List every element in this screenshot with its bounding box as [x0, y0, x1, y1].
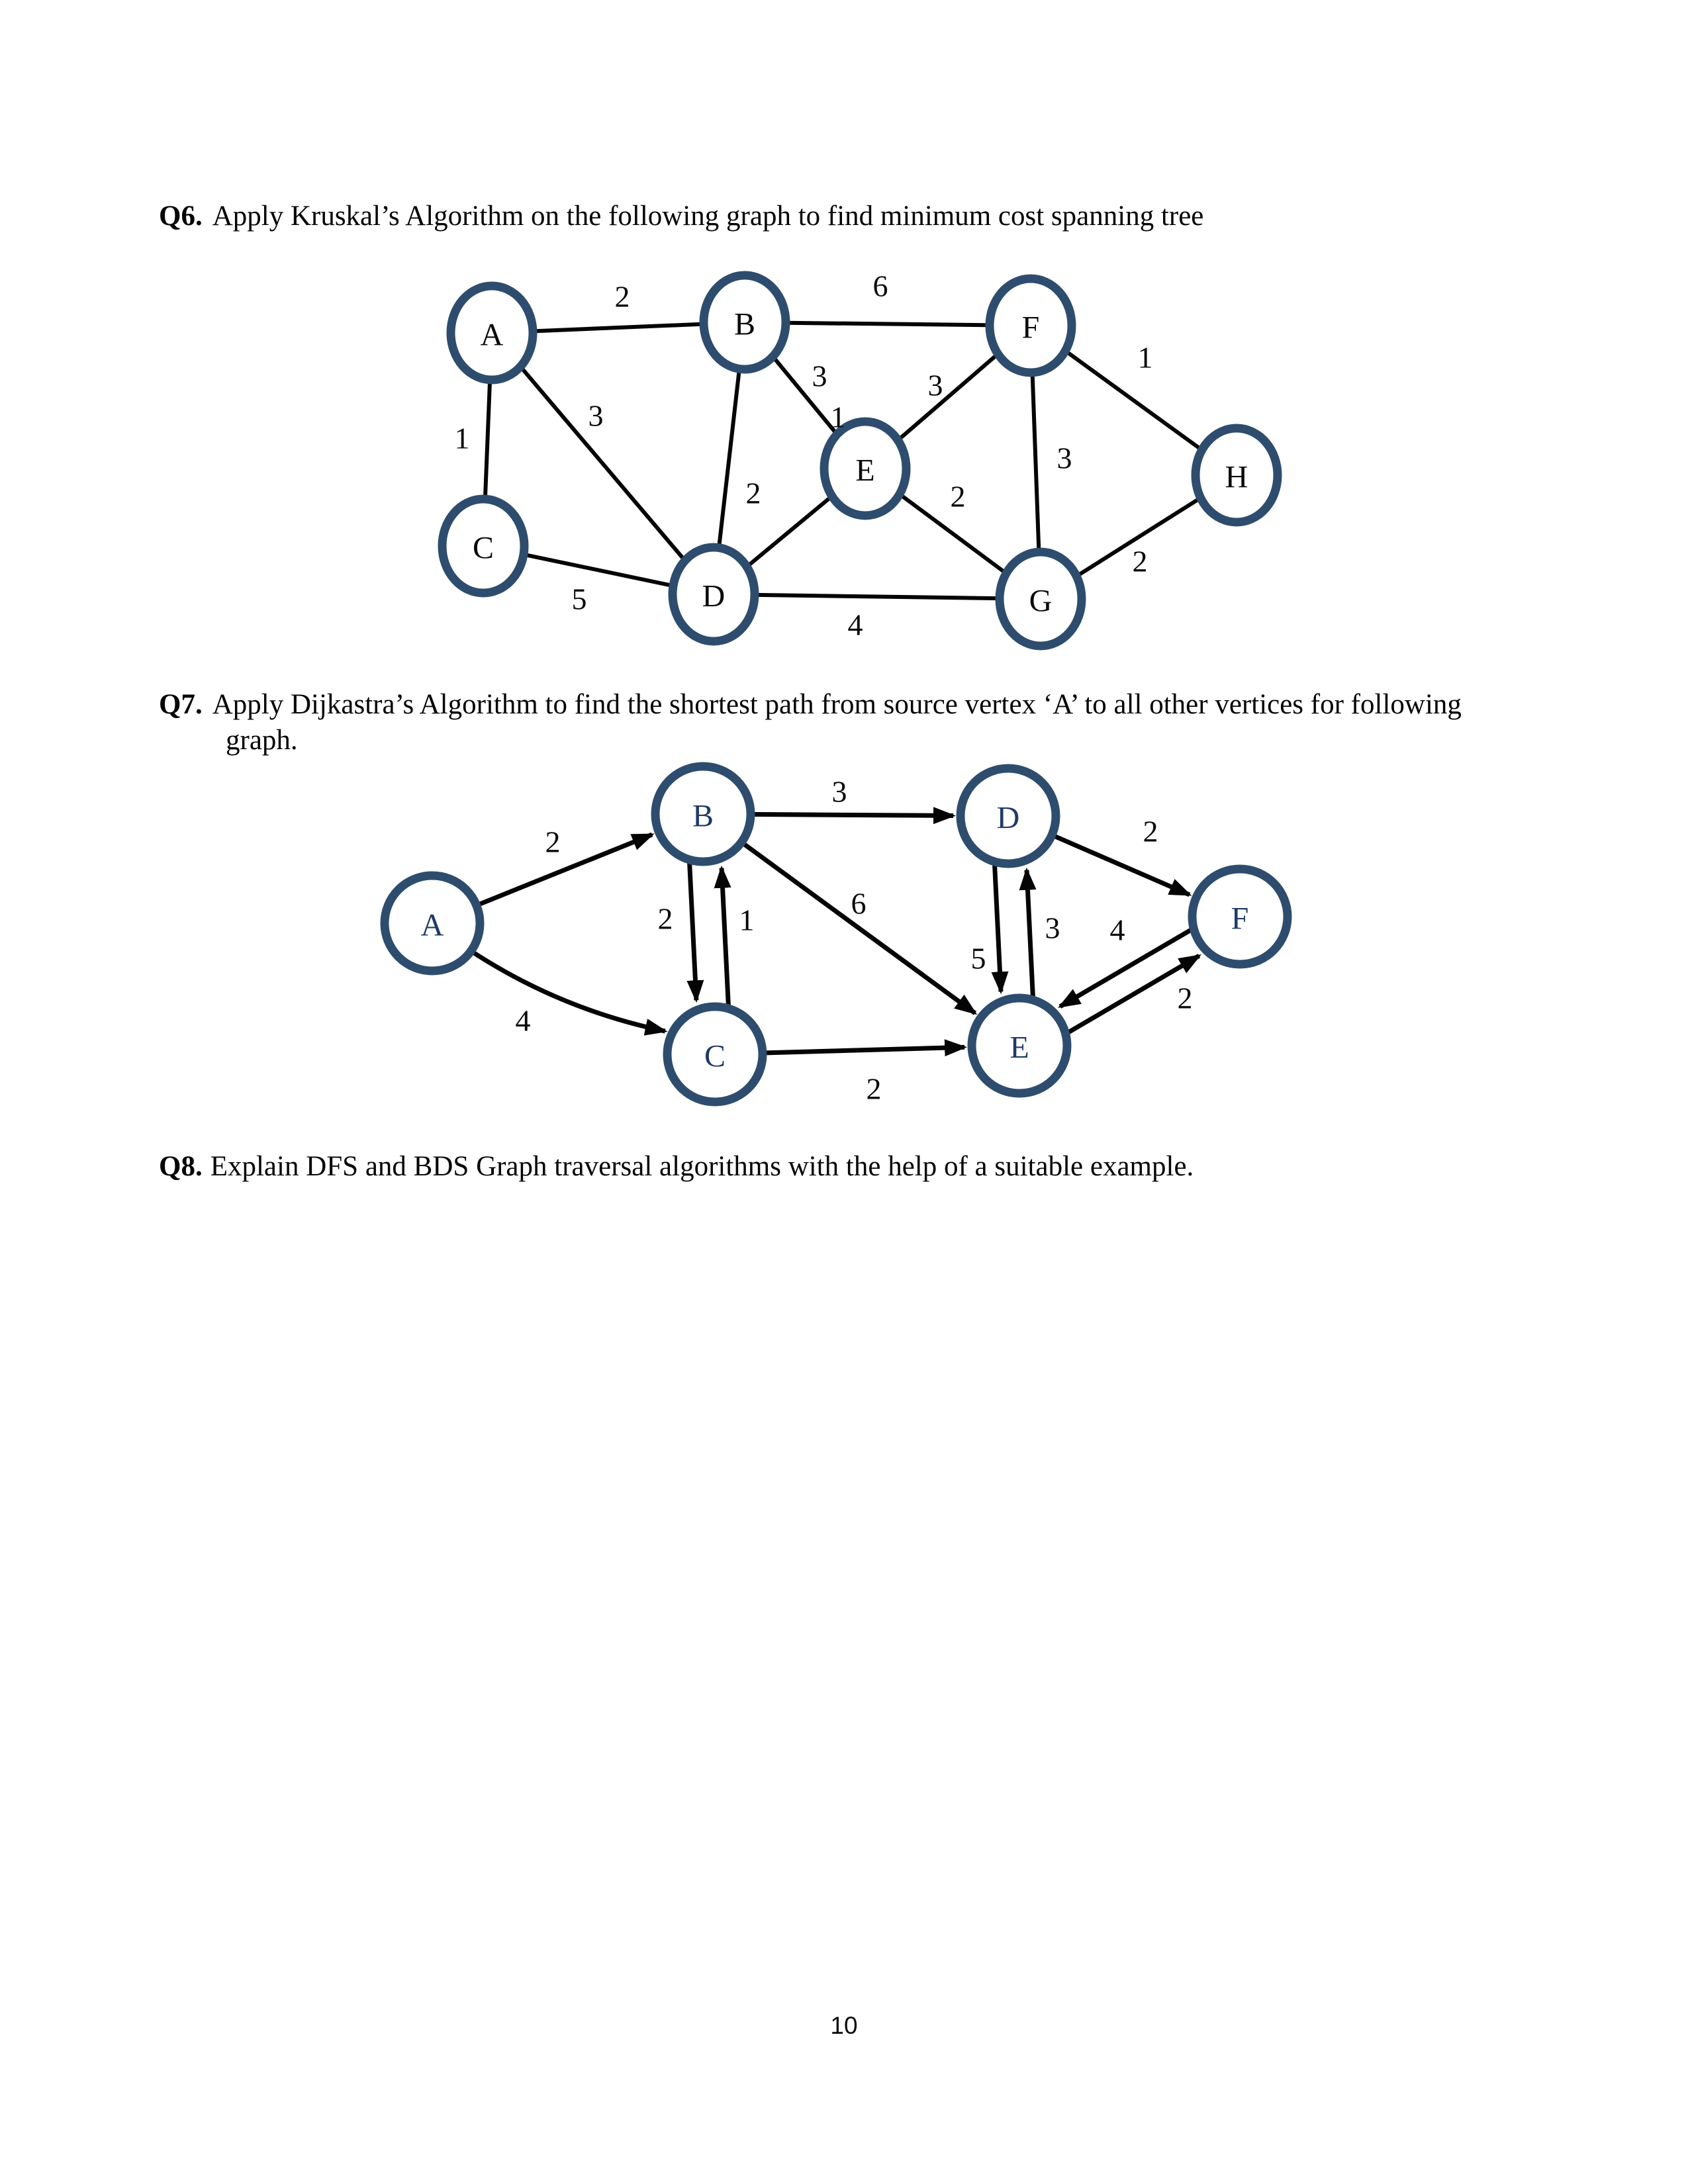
edge-weight-label: 3 — [1057, 441, 1072, 475]
q6-text: Apply Kruskal’s Algorithm on the followi… — [212, 201, 1204, 232]
edge-weight-label: 2 — [1133, 545, 1148, 578]
graph-node-H — [1191, 424, 1282, 527]
graph-node-E — [967, 993, 1072, 1098]
graph-node-E — [820, 417, 911, 520]
edge-weight-label: 2 — [1143, 815, 1158, 848]
graph-node-label-E: E — [855, 453, 874, 488]
graph-node-A — [380, 871, 485, 976]
edge-B-E — [701, 812, 978, 1015]
edge-B-F — [744, 320, 1031, 328]
graph-node-A — [446, 281, 538, 385]
graph-node-C — [663, 1002, 767, 1107]
graph-node-label-F: F — [1231, 901, 1249, 936]
graph-node-label-A: A — [481, 318, 504, 353]
edge-weight-label: 1 — [455, 422, 470, 455]
edge-weight-label: 5 — [572, 582, 587, 616]
edge-weight-label: 2 — [867, 1072, 882, 1106]
graph-node-label-C: C — [473, 531, 494, 566]
edge-weight-label: 2 — [951, 480, 966, 514]
graph-node-label-B: B — [692, 799, 714, 834]
q7-label: Q7. — [159, 689, 203, 720]
q8-text: Explain DFS and BDS Graph traversal algo… — [210, 1151, 1194, 1182]
graph-node-label-D: D — [997, 801, 1020, 836]
edge-weight-label: 5 — [971, 942, 986, 976]
q7-text-line1: Apply Dijkastra’s Algorithm to find the … — [212, 689, 1462, 720]
q8-label: Q8. — [159, 1151, 203, 1182]
edge-weight-label: 4 — [1110, 913, 1125, 947]
graph-node-label-G: G — [1029, 584, 1053, 619]
graph-node-label-D: D — [702, 579, 726, 614]
edge-weight-label: 3 — [588, 399, 604, 433]
edge-weight-label: 6 — [873, 269, 888, 303]
edge-weight-label: 2 — [1178, 981, 1193, 1015]
graph-node-C — [438, 494, 529, 598]
graph-node-F — [1188, 864, 1292, 969]
q6-heading: Q6. Apply Kruskal’s Algorithm on the foll… — [159, 199, 1203, 234]
graph-node-D — [668, 543, 759, 646]
edge-weight-label: 2 — [615, 280, 630, 314]
edge-weight-label: 4 — [516, 1004, 531, 1038]
edge-D-G — [713, 592, 1041, 601]
q7-heading-line1: Q7. Apply Dijkastra’s Algorithm to find t… — [159, 687, 1462, 723]
q6-label: Q6. — [159, 201, 203, 232]
edge-weight-label: 2 — [746, 477, 761, 510]
edge-weight-label: 3 — [928, 369, 943, 402]
edge-weight-label: 6 — [851, 887, 867, 921]
edge-weight-label: 3 — [812, 359, 827, 393]
edge-A-D — [490, 332, 716, 596]
edge-weight-label: 3 — [1045, 911, 1060, 945]
edge-weight-label: 1 — [739, 903, 755, 937]
graph-node-B — [699, 271, 790, 374]
q7-heading-line2: graph. — [226, 723, 298, 758]
edge-weight-label: 2 — [658, 902, 673, 936]
graph-node-G — [995, 547, 1086, 651]
graph-node-label-A: A — [421, 908, 444, 943]
q7-text-line2: graph. — [226, 725, 298, 756]
graph-node-D — [956, 764, 1060, 868]
graph-node-label-E: E — [1009, 1030, 1029, 1066]
edge-weight-label: 2 — [545, 825, 561, 859]
graph-node-label-C: C — [704, 1039, 726, 1074]
graph-node-label-H: H — [1225, 460, 1248, 495]
page-number: 10 — [830, 2012, 858, 2039]
edge-weight-label: 1 — [831, 400, 846, 434]
edge-weight-label: 3 — [832, 775, 847, 809]
graph-node-label-B: B — [734, 307, 755, 342]
edge-weight-label: 4 — [848, 608, 863, 642]
edge-weight-label: 1 — [1138, 341, 1153, 375]
graph-node-F — [985, 274, 1076, 377]
graph-node-label-F: F — [1022, 310, 1040, 345]
dijkstra-graph-figure: A B C D E F 2 4 2 1 3 6 2 5 3 2 4 2 — [380, 762, 1292, 1107]
graph-node-B — [651, 762, 755, 866]
q8-heading: Q8.Explain DFS and BDS Graph traversal a… — [159, 1149, 1194, 1185]
